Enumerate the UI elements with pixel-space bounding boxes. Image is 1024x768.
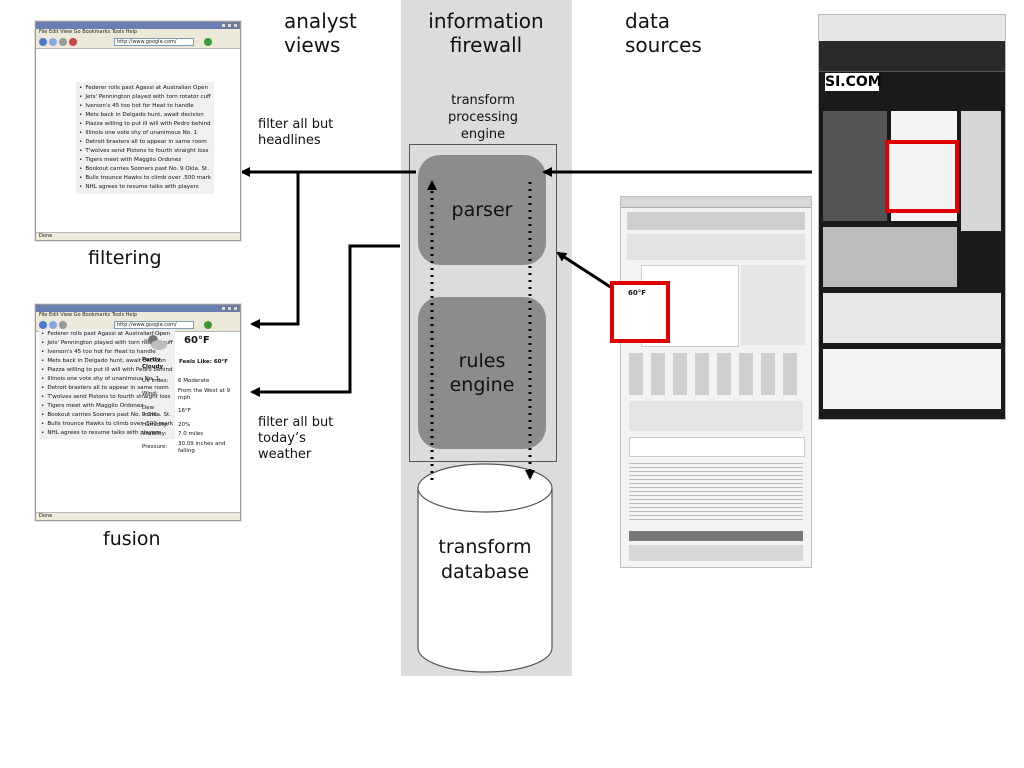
go-icon[interactable] (204, 38, 212, 46)
weather-condition: Partly Cloudy (142, 357, 164, 370)
browser-status-bar: Done (36, 512, 240, 520)
transform-processing-engine (409, 144, 557, 462)
browser-titlebar (36, 22, 240, 29)
headline-item[interactable]: Iverson's 45 too hot for Heat to handle (79, 102, 211, 111)
browser-titlebar (36, 305, 240, 312)
analyst-views-heading: analyst views (284, 9, 357, 57)
reload-icon[interactable] (59, 38, 67, 46)
browser-menu-bar: File Edit View Go Bookmarks Tools Help (36, 29, 240, 36)
headline-item[interactable]: Piazza willing to put ill will with Pedr… (41, 366, 173, 375)
parser-label: parser (451, 199, 513, 221)
browser-toolbar: http://www.google.com/ (36, 319, 240, 332)
headline-item[interactable]: T'wolves send Pistons to fourth straight… (41, 393, 173, 402)
weather-row: Humidity:20% (142, 421, 191, 428)
partly-cloudy-icon (144, 331, 168, 351)
weather-row: Visibility:7.0 miles (142, 431, 204, 437)
temperature-readout: 60°F (184, 335, 210, 346)
weather-source-page (620, 196, 812, 568)
headline-item[interactable]: Tigers meet with Magglio Ordonez (79, 156, 211, 165)
headline-item[interactable]: Bookout carries Sooners past No. 9 Okla.… (41, 411, 173, 420)
headline-item[interactable]: Illinois one vote shy of unanimous No. 1 (79, 129, 211, 138)
headline-list: Federer rolls past Agassi at Australian … (76, 82, 215, 194)
headline-item[interactable]: Detroit brasters all to appear in same r… (41, 384, 173, 393)
arrow-to-fusion-view-top (250, 172, 300, 329)
headline-item[interactable]: Bulls trounce Hawks to climb over .500 m… (79, 174, 211, 183)
headline-item[interactable]: Detroit brasters all to appear in same r… (79, 138, 211, 147)
transform-database-label: transform database (438, 536, 532, 583)
back-icon[interactable] (39, 321, 47, 329)
headline-item[interactable]: Bookout carries Sooners past No. 9 Okla.… (79, 165, 211, 174)
filter-weather-label: filter all but today’s weather (258, 415, 334, 462)
reload-icon[interactable] (59, 321, 67, 329)
headline-item[interactable]: Mets back in Delgado hunt, await decisio… (41, 357, 173, 366)
rules-engine-module: rules engine (418, 297, 546, 449)
headline-item[interactable]: Iverson's 45 too hot for Heat to handle (41, 348, 173, 357)
feels-like: Feels Like: 60°F (179, 359, 228, 365)
data-sources-heading: data sources (625, 9, 702, 57)
stop-icon[interactable] (69, 38, 77, 46)
filter-headlines-label: filter all but headlines (258, 117, 334, 148)
weather-row: Pressure:30.09 inches and falling (142, 440, 226, 455)
weather-row: Dew Point:16°F (142, 404, 191, 419)
weather-details-table: UV Index:6 Moderate Wind:From the West a… (141, 377, 240, 457)
fusion-caption: fusion (103, 528, 161, 550)
headline-item[interactable]: Jets' Pennington played with torn rotato… (79, 93, 211, 102)
headline-item[interactable]: Tigers meet with Magglio Ordonez (41, 402, 173, 411)
arrow-to-fusion-view-weather (250, 244, 400, 397)
weather-row: UV Index:6 Moderate (142, 378, 210, 384)
headline-item[interactable]: Piazza willing to put ill will with Pedr… (79, 120, 211, 129)
go-icon[interactable] (204, 321, 212, 329)
rules-engine-label: rules engine (449, 350, 515, 396)
browser-menu-bar: File Edit View Go Bookmarks Tools Help (36, 312, 240, 319)
highlight-temperature: 60°F (628, 289, 647, 297)
headline-item[interactable]: Federer rolls past Agassi at Australian … (79, 84, 211, 93)
fusion-browser-window: File Edit View Go Bookmarks Tools Help h… (35, 304, 241, 521)
headline-item[interactable]: NHL agrees to resume talks with players (41, 429, 173, 438)
si-logo: SI.COM (825, 73, 882, 91)
filtering-browser-window: File Edit View Go Bookmarks Tools Help h… (35, 21, 241, 241)
back-icon[interactable] (39, 38, 47, 46)
headline-item[interactable]: T'wolves send Pistons to fourth straight… (79, 147, 211, 156)
transform-database (417, 463, 553, 673)
forward-icon[interactable] (49, 321, 57, 329)
browser-status-bar: Done (36, 232, 240, 240)
transform-processing-engine-label: transform processing engine (447, 93, 519, 142)
weather-highlight-box: 60°F (610, 281, 670, 343)
headline-item[interactable]: Jets' Pennington played with torn rotato… (41, 339, 173, 348)
weather-row: Wind:From the West at 9 mph (142, 387, 231, 402)
si-com-source-page: SI.COM (818, 14, 1006, 420)
headline-list: Federer rolls past Agassi at Australian … (39, 329, 176, 439)
browser-toolbar: http://www.google.com/ (36, 36, 240, 49)
headline-item[interactable]: Illinois one vote shy of unanimous No. 1 (41, 375, 173, 384)
headlines-highlight-box (885, 140, 959, 213)
headline-item[interactable]: Federer rolls past Agassi at Australian … (41, 330, 173, 339)
address-bar[interactable]: http://www.google.com/ (114, 38, 194, 46)
filtering-caption: filtering (88, 247, 162, 269)
headline-item[interactable]: NHL agrees to resume talks with players (79, 183, 211, 192)
parser-module: parser (418, 155, 546, 265)
headline-item[interactable]: Mets back in Delgado hunt, await decisio… (79, 111, 211, 120)
address-bar[interactable]: http://www.google.com/ (114, 321, 194, 329)
information-firewall-heading: information firewall (428, 9, 544, 57)
forward-icon[interactable] (49, 38, 57, 46)
arrow-source2-to-parser (556, 251, 613, 290)
headline-item[interactable]: Bulls trounce Hawks to climb over .500 m… (41, 420, 173, 429)
